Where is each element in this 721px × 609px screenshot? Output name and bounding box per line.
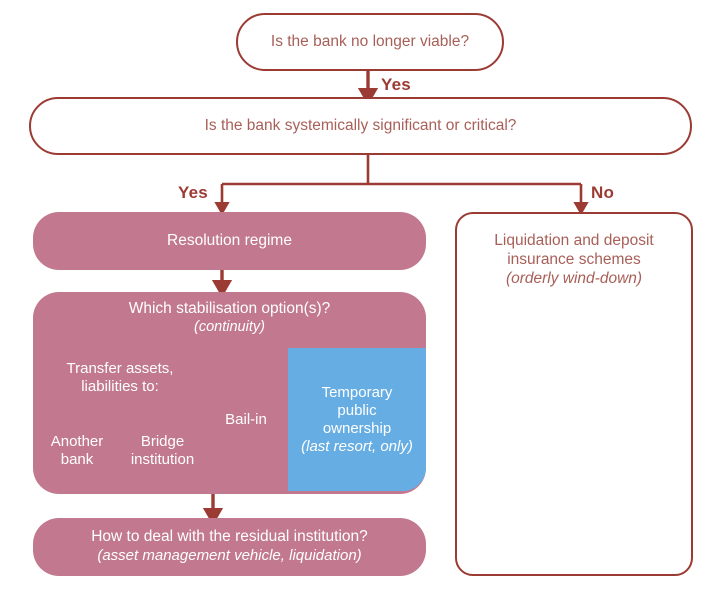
option-another-bank[interactable]: Another bank <box>36 411 118 491</box>
branch-label-yes-left: Yes <box>178 183 208 202</box>
option-transfer-assets[interactable]: Transfer assets, liabilities to: <box>36 348 204 408</box>
option-another-bank-line1: Another <box>50 433 104 450</box>
option-temporary-public-ownership-line3: ownership <box>322 419 392 437</box>
option-bridge-institution-line1: Bridge <box>140 433 185 450</box>
option-transfer-assets-line2: liabilities to: <box>81 378 159 395</box>
stabilisation-header: Which stabilisation option(s)? (continui… <box>33 292 426 344</box>
decision-systemic-significance[interactable]: Is the bank systemically significant or … <box>29 97 692 155</box>
box-resolution-regime-label: Resolution regime <box>167 231 292 249</box>
decision-systemic-significance-label: Is the bank systemically significant or … <box>204 116 517 134</box>
option-temporary-public-ownership-line2: public <box>337 401 377 419</box>
option-bail-in-label: Bail-in <box>225 410 267 428</box>
box-liquidation-line2: insurance schemes <box>507 250 641 268</box>
decision-bank-viability-label: Is the bank no longer viable? <box>270 32 470 50</box>
option-bridge-institution-line2: institution <box>130 451 195 468</box>
decision-bank-viability[interactable]: Is the bank no longer viable? <box>236 13 504 71</box>
box-residual-institution-subtitle: (asset management vehicle, liquidation) <box>97 547 362 565</box>
stabilisation-subtitle: (continuity) <box>194 318 265 335</box>
option-another-bank-line2: bank <box>60 451 94 468</box>
option-temporary-public-ownership-note: (last resort, only) <box>301 437 413 455</box>
box-liquidation-note: (orderly wind-down) <box>505 269 643 287</box>
box-residual-institution-title: How to deal with the residual institutio… <box>91 528 368 546</box>
option-temporary-public-ownership-line1: Temporary <box>321 383 393 401</box>
box-stabilisation-options[interactable]: Which stabilisation option(s)? (continui… <box>33 292 426 494</box>
branch-label-yes-top: Yes <box>381 75 411 94</box>
box-liquidation-deposit-insurance[interactable]: Liquidation and deposit insurance scheme… <box>455 212 693 576</box>
stabilisation-title: Which stabilisation option(s)? <box>128 300 331 317</box>
box-resolution-regime[interactable]: Resolution regime <box>33 212 426 270</box>
branch-label-no-right: No <box>591 183 615 202</box>
option-transfer-assets-line1: Transfer assets, <box>66 360 174 377</box>
box-liquidation-line1: Liquidation and deposit <box>494 232 654 249</box>
option-temporary-public-ownership[interactable]: Temporary public ownership (last resort,… <box>288 348 426 491</box>
option-bridge-institution[interactable]: Bridge institution <box>121 411 204 491</box>
box-residual-institution[interactable]: How to deal with the residual institutio… <box>33 518 426 576</box>
option-bail-in[interactable]: Bail-in <box>207 348 285 491</box>
